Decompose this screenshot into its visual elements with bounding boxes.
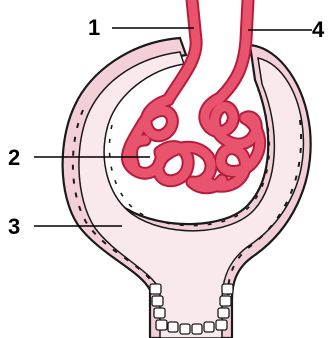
bowmans-space (79, 52, 304, 338)
label-2: 2 (8, 145, 20, 170)
label-3: 3 (8, 214, 20, 239)
label-1: 1 (88, 15, 100, 40)
label-4: 4 (312, 17, 325, 42)
